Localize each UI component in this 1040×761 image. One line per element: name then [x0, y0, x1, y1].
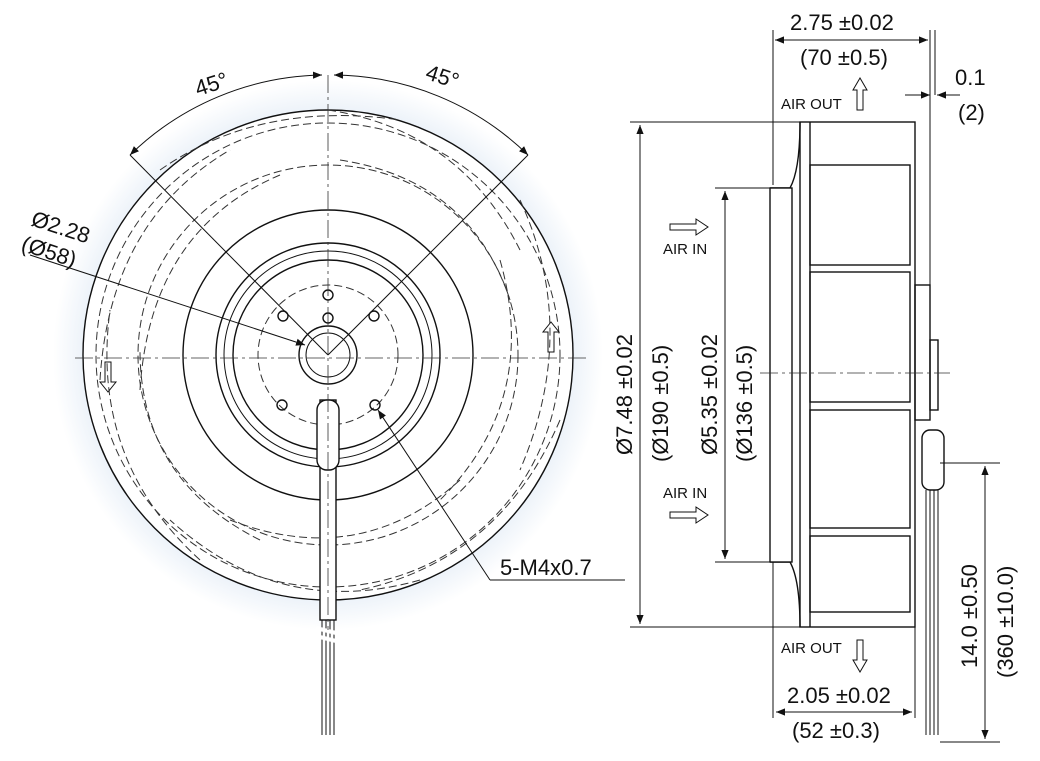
lead-wires: [321, 620, 335, 735]
lead-length-in: 14.0 ±0.50: [957, 564, 982, 668]
rotation-arrow-icon: [541, 321, 561, 353]
inlet-diameter-mm: (Ø136 ±0.5): [732, 345, 757, 462]
inlet-ring-side: [769, 187, 793, 563]
impeller-side: [799, 121, 916, 628]
angle-right-label: 45°: [423, 60, 462, 94]
air-out-bottom-label: AIR OUT: [781, 640, 842, 657]
air-in-arrow-icon: [669, 218, 709, 236]
air-in-arrow-icon: [669, 506, 709, 524]
air-out-top-label: AIR OUT: [781, 96, 842, 113]
lead-length-mm: (360 ±10.0): [993, 566, 1018, 678]
side-view: 2.75 ±0.02 (70 ±0.5) 0.1 (2) AIR OUT AIR…: [612, 10, 1018, 743]
outer-diameter-in: Ø7.48 ±0.02: [612, 334, 637, 455]
air-out-arrow-icon: [852, 639, 868, 673]
blades-side: [809, 122, 911, 627]
hub-center: [298, 325, 358, 385]
offset-mm-label: (2): [958, 100, 985, 125]
impeller-depth-in: 2.05 ±0.02: [787, 683, 891, 708]
depth-mm-label: (70 ±0.5): [800, 45, 888, 70]
air-out-arrow-icon: [852, 77, 868, 111]
inlet-diameter-in: Ø5.35 ±0.02: [697, 334, 722, 455]
impeller-depth-mm: (52 ±0.3): [792, 718, 880, 743]
air-in-top-label: AIR IN: [663, 241, 707, 258]
screw-spec-label: 5-M4x0.7: [500, 555, 592, 580]
rotation-arrow-icon: [98, 361, 118, 393]
outer-diameter-mm: (Ø190 ±0.5): [648, 345, 673, 462]
front-view: 45° 45° Ø2.28 (Ø58) 5-M4x0.7: [18, 60, 625, 735]
air-in-bottom-label: AIR IN: [663, 485, 707, 502]
offset-in-label: 0.1: [955, 65, 986, 90]
angle-left-label: 45°: [192, 67, 231, 101]
depth-in-label: 2.75 ±0.02: [790, 10, 894, 35]
